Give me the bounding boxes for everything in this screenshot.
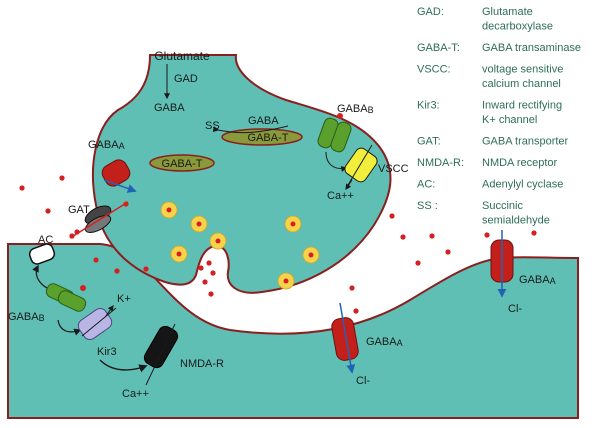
legend-entry: VSCC: voltage sensitive calcium channel	[417, 64, 563, 91]
legend-desc: GABA transaminase	[482, 42, 581, 54]
legend-entry: Kir3: Inward rectifying K+ channel	[417, 100, 562, 127]
vscc-channel	[344, 144, 378, 190]
presynaptic-gabaa-label: GABAA	[88, 139, 125, 151]
legend-desc: calcium channel	[482, 78, 561, 90]
k-label: K+	[117, 293, 131, 305]
gabaa-right-label: GABAA	[519, 274, 556, 286]
legend-desc: K+ channel	[482, 114, 537, 126]
legend-desc: Glutamate	[482, 6, 533, 18]
gaba-ss-label: GABA	[248, 115, 279, 127]
gaba-t-label-right: GABA-T	[248, 132, 289, 144]
ss-arrow	[212, 125, 289, 134]
gat-label: GAT	[68, 204, 90, 216]
legend-abbr: GAT:	[417, 136, 441, 148]
legend-desc: GABA transporter	[482, 136, 569, 148]
presynaptic-gabab-receptor	[317, 113, 352, 153]
legend-entry: AC: Adenylyl cyclase	[417, 179, 563, 191]
legend-desc: Inward rectifying	[482, 100, 562, 112]
gabab-to-vscc-arrow	[325, 151, 348, 172]
cl-mid-label: Cl-	[356, 375, 370, 387]
postsynaptic-gabaa-mid-receptor	[331, 302, 359, 374]
legend-abbr: AC:	[417, 179, 435, 191]
nmda-receptor	[143, 323, 179, 386]
glutamate-label: Glutamate	[154, 49, 210, 63]
gaba-label: GABA	[154, 102, 185, 114]
vesicles	[160, 201, 320, 290]
legend-entry: NMDA-R: NMDA receptor	[417, 157, 558, 169]
presynaptic-ca-label: Ca++	[327, 190, 354, 202]
ac-label: AC	[38, 234, 53, 246]
legend-abbr: SS :	[417, 200, 438, 212]
legend-entry: GABA-T: GABA transaminase	[417, 42, 581, 54]
legend-desc: Adenylyl cyclase	[482, 179, 563, 191]
k-arrow	[105, 305, 114, 317]
legend-desc: voltage sensitive	[482, 64, 563, 76]
cl-right-label: Cl-	[508, 303, 522, 315]
postsynaptic-gabaa-right-receptor	[490, 230, 514, 298]
kir3-label: Kir3	[97, 346, 117, 358]
kir3-to-nmda-arrow	[99, 359, 148, 373]
presynaptic-gabaa-receptor	[101, 159, 137, 193]
postsynaptic-gabab-receptor	[45, 283, 87, 312]
ss-label: SS	[205, 120, 220, 132]
legend-desc: semialdehyde	[482, 215, 550, 227]
vscc-label: VSCC	[378, 163, 409, 175]
legend-desc: NMDA receptor	[482, 157, 558, 169]
legend-abbr: VSCC:	[417, 64, 451, 76]
gaba-t-label-left: GABA-T	[162, 158, 203, 170]
gabab-to-kir3-arrow	[57, 319, 82, 336]
postsynaptic-ca-label: Ca++	[122, 388, 149, 400]
legend-abbr: GABA-T:	[417, 42, 460, 54]
legend-desc: decarboxylase	[482, 21, 553, 33]
gad-label: GAD	[174, 73, 198, 85]
legend-entry: GAT: GABA transporter	[417, 136, 569, 148]
gabaa-mid-label: GABAA	[366, 336, 403, 348]
legend-abbr: Kir3:	[417, 100, 440, 112]
legend-abbr: NMDA-R:	[417, 157, 464, 169]
gat-transporter	[69, 201, 129, 239]
legend-entry: SS : Succinic semialdehyde	[417, 200, 550, 227]
postsynaptic-gabab-label: GABAB	[8, 311, 45, 323]
gaba-molecules	[19, 175, 537, 314]
nmda-label: NMDA-R	[180, 358, 224, 370]
legend-entry: GAD: Glutamate decarboxylase	[417, 6, 553, 33]
presynaptic-gabab-label: GABAB	[337, 103, 374, 115]
gaba-t-enzyme-left	[149, 154, 215, 172]
legend-abbr: GAD:	[417, 6, 444, 18]
adenylyl-cyclase	[28, 243, 56, 265]
kir3-channel	[77, 307, 117, 340]
legend-desc: Succinic	[482, 200, 523, 212]
presynaptic-terminal	[91, 54, 392, 294]
